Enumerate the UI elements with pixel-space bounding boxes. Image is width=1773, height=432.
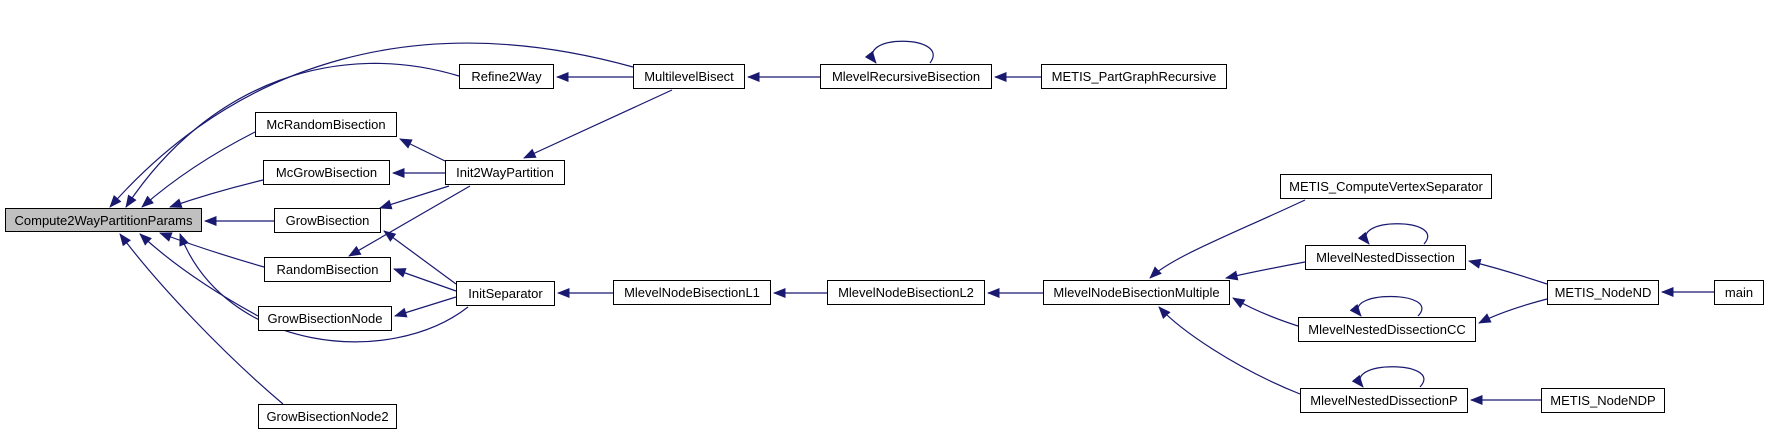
- edge-McGrowBisection-to-Compute2WayPartitionParams: [169, 179, 264, 208]
- graph-node-MlevelRecursiveBisection[interactable]: MlevelRecursiveBisection: [820, 64, 992, 89]
- graph-node-MlevelNodeBisectionL2[interactable]: MlevelNodeBisectionL2: [827, 280, 985, 305]
- edge-MlevelNestedDissection-to-MlevelNestedDissection-self-loop: [1357, 223, 1428, 245]
- edge-METIS_NodeND-to-MlevelNestedDissectionCC: [1478, 298, 1548, 324]
- graph-node-MultilevelBisect[interactable]: MultilevelBisect: [633, 64, 745, 89]
- graph-node-METIS_NodeND[interactable]: METIS_NodeND: [1547, 280, 1659, 305]
- edge-InitSeparator-to-GrowBisectionNode: [394, 296, 457, 318]
- graph-node-Refine2Way[interactable]: Refine2Way: [459, 64, 554, 89]
- edge-Init2WayPartition-to-RandomBisection: [348, 185, 471, 257]
- graph-node-GrowBisectionNode[interactable]: GrowBisectionNode: [258, 306, 392, 331]
- edge-McRandomBisection-to-Compute2WayPartitionParams: [141, 131, 256, 208]
- edge-InitSeparator-to-GrowBisection: [383, 230, 457, 285]
- graph-node-GrowBisectionNode2[interactable]: GrowBisectionNode2: [258, 404, 397, 429]
- graph-node-METIS_ComputeVertexSeparator[interactable]: METIS_ComputeVertexSeparator: [1280, 174, 1492, 199]
- graph-node-MlevelNestedDissectionP[interactable]: MlevelNestedDissectionP: [1300, 388, 1468, 413]
- edge-InitSeparator-to-Compute2WayPartitionParams: [179, 233, 469, 343]
- edge-MlevelNestedDissectionCC-to-MlevelNodeBisectionMultiple: [1232, 297, 1299, 327]
- edge-MlevelNestedDissectionP-to-MlevelNestedDissectionP-self-loop: [1351, 366, 1425, 388]
- graph-node-main[interactable]: main: [1714, 280, 1764, 305]
- graph-node-RandomBisection[interactable]: RandomBisection: [264, 257, 391, 282]
- graph-node-InitSeparator[interactable]: InitSeparator: [456, 281, 555, 306]
- edge-METIS_NodeND-to-MlevelNestedDissection: [1468, 258, 1548, 285]
- graph-node-METIS_PartGraphRecursive[interactable]: METIS_PartGraphRecursive: [1041, 64, 1227, 89]
- edge-GrowBisectionNode2-to-Compute2WayPartitionParams: [119, 233, 284, 405]
- edge-METIS_ComputeVertexSeparator-to-MlevelNodeBisectionMultiple: [1149, 199, 1306, 279]
- edge-MlevelNestedDissectionCC-to-MlevelNestedDissectionCC-self-loop: [1349, 295, 1423, 317]
- edge-InitSeparator-to-RandomBisection: [393, 268, 457, 292]
- edge-MlevelNestedDissectionP-to-MlevelNodeBisectionMultiple: [1158, 306, 1301, 395]
- edge-Refine2Way-to-Compute2WayPartitionParams: [125, 62, 460, 208]
- edge-GrowBisectionNode-to-Compute2WayPartitionParams: [139, 233, 259, 317]
- graph-node-Init2WayPartition[interactable]: Init2WayPartition: [445, 160, 565, 185]
- graph-node-METIS_NodeNDP[interactable]: METIS_NodeNDP: [1541, 388, 1665, 413]
- edge-Init2WayPartition-to-GrowBisection: [379, 185, 450, 210]
- graph-node-MlevelNestedDissectionCC[interactable]: MlevelNestedDissectionCC: [1298, 317, 1476, 342]
- graph-node-McGrowBisection[interactable]: McGrowBisection: [263, 160, 390, 185]
- graph-node-McRandomBisection[interactable]: McRandomBisection: [255, 112, 397, 137]
- edges-group: [109, 40, 1714, 406]
- graph-node-Compute2WayPartitionParams[interactable]: Compute2WayPartitionParams: [5, 208, 202, 232]
- graph-node-MlevelNodeBisectionMultiple[interactable]: MlevelNodeBisectionMultiple: [1043, 280, 1230, 305]
- edge-MlevelRecursiveBisection-to-MlevelRecursiveBisection-self-loop: [864, 40, 934, 64]
- graph-node-MlevelNestedDissection[interactable]: MlevelNestedDissection: [1305, 245, 1466, 270]
- edge-MlevelNestedDissection-to-MlevelNodeBisectionMultiple: [1225, 261, 1306, 281]
- edge-MultilevelBisect-to-Compute2WayPartitionParams: [109, 42, 634, 208]
- graph-node-MlevelNodeBisectionL1[interactable]: MlevelNodeBisectionL1: [613, 280, 771, 305]
- edge-MultilevelBisect-to-Init2WayPartition: [523, 89, 673, 159]
- graph-node-GrowBisection[interactable]: GrowBisection: [274, 208, 381, 233]
- edge-Init2WayPartition-to-McRandomBisection: [399, 138, 446, 162]
- edge-RandomBisection-to-Compute2WayPartitionParams: [159, 232, 265, 268]
